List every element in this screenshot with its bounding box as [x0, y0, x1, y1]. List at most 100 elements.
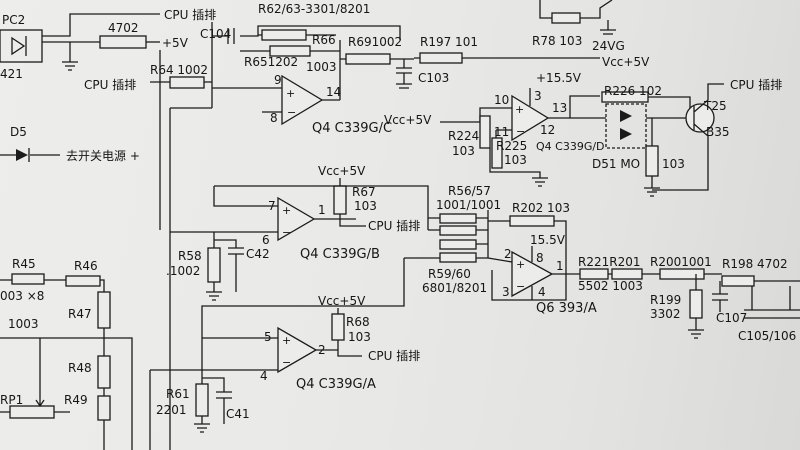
q6-pin4: 4	[538, 285, 546, 299]
power-supply-note: 去开关电源 +	[66, 149, 140, 163]
ground-24vg	[600, 20, 616, 35]
resistor-r221	[579, 268, 609, 280]
q4d-pin12: 12	[540, 123, 555, 137]
t25-label: T25	[703, 99, 727, 113]
resistor-r202	[509, 215, 555, 227]
q4d-part-label: Q4 C339G/D	[536, 140, 605, 153]
opamp-q6	[511, 250, 554, 298]
q4d-pin11: 11	[494, 125, 509, 139]
r78-label: R78 103	[532, 34, 582, 48]
r46-label: R46	[74, 259, 98, 273]
svg-text:+: +	[515, 103, 524, 116]
24vg-label: 24VG	[592, 39, 625, 53]
q6-pin2: 2	[504, 247, 512, 261]
vcc-5v-label: Vcc+5V	[384, 113, 432, 127]
r58-label: R58	[178, 249, 202, 263]
q6-pin3: 3	[502, 285, 510, 299]
pc2-number: 421	[0, 67, 23, 81]
diode-d51-a	[620, 110, 632, 122]
resistor-4702-value: 4702	[108, 21, 139, 35]
ground-r58	[206, 282, 222, 301]
d51-label: D51 MO	[592, 157, 640, 171]
resistor-r67	[333, 185, 347, 215]
ground-q4d	[489, 148, 548, 187]
vcc-line-label: Vcc+5V	[602, 55, 650, 69]
cpu-header-top-label: CPU 插排	[164, 8, 216, 22]
svg-text:+: +	[516, 258, 525, 271]
b35-label: B35	[706, 125, 730, 139]
ground-symbol	[62, 42, 78, 71]
resistor-r224	[479, 115, 491, 149]
capacitor-c103	[396, 59, 412, 89]
top-left-section: PC2 421 4702 +5V CPU 插排 CPU 插排 R64 1002 …	[0, 2, 370, 163]
q4c-pin8: 8	[270, 111, 278, 125]
transistor-t25	[685, 103, 715, 133]
resistor-r61	[195, 383, 209, 417]
optocoupler-pc2	[0, 29, 43, 63]
t25-cpu-label: CPU 插排	[730, 78, 782, 92]
q4c-pin9: 9	[274, 73, 282, 87]
r199-value: 3302	[650, 307, 681, 321]
cpu-header-left-label: CPU 插排	[84, 78, 136, 92]
q6-supply-label: 15.5V	[530, 233, 566, 247]
q4d-pin13: 13	[552, 101, 567, 115]
r221-r201-label: R221R201	[578, 255, 640, 269]
resistor-r199	[689, 289, 703, 319]
svg-text:−: −	[282, 356, 291, 369]
r67-label: R67	[352, 185, 376, 199]
resistor-r46	[65, 275, 101, 287]
svg-text:+: +	[286, 87, 295, 100]
c104-label: C104	[200, 27, 231, 41]
r198-label: R198 4702	[722, 257, 788, 271]
svg-text:+: +	[282, 204, 291, 217]
plus15v-label: +15.5V	[536, 71, 582, 85]
r202-label: R202 103	[512, 201, 570, 215]
svg-text:−: −	[516, 280, 525, 293]
svg-text:−: −	[287, 106, 296, 119]
svg-text:−: −	[516, 125, 525, 138]
pc2-label: PC2	[2, 13, 25, 27]
q4a-pin5: 5	[264, 330, 272, 344]
c103-label: C103	[418, 71, 449, 85]
q4b-vcc-label: Vcc+5V	[318, 164, 366, 178]
capacitor-c105-106	[744, 286, 800, 319]
r197-label: R197 101	[420, 35, 478, 49]
q4a-vcc-label: Vcc+5V	[318, 294, 366, 308]
q4a-pin2: 2	[318, 343, 326, 357]
r48-label: R48	[68, 361, 92, 375]
r62-63-label: R62/63-3301/8201	[258, 2, 370, 16]
capacitor-c41	[202, 377, 232, 424]
plus5v-label: +5V	[162, 36, 189, 50]
q6-pin1: 1	[556, 259, 564, 273]
q4a-part-label: Q4 C339G/A	[296, 377, 376, 392]
c42-label: C42	[246, 247, 270, 261]
resistor-r48	[97, 355, 111, 389]
q4a-cpu-label: CPU 插排	[368, 349, 420, 363]
r58-value: .1002	[166, 264, 200, 278]
diode-d51-b	[620, 128, 632, 140]
r66-value: 1003	[306, 60, 337, 74]
q4b-pin1: 1	[318, 203, 326, 217]
c105-106-label: C105/106	[738, 329, 796, 343]
r64-label: R64 1002	[150, 63, 208, 77]
resistor-r68	[331, 313, 345, 341]
r68-value: 103	[348, 330, 371, 344]
q4a-pin4: 4	[260, 369, 268, 383]
resistor-r62-63	[261, 29, 307, 41]
resistor-r198	[721, 275, 755, 287]
r66-label: R66	[312, 33, 336, 47]
r49-label: R49	[64, 393, 88, 407]
r224-label: R224	[448, 129, 479, 143]
q4d-output-section: R78 103 24VG Vcc+5V +15.5V + − 3 10 11 1…	[384, 0, 782, 197]
c41-label: C41	[226, 407, 250, 421]
q4d-pin3: 3	[534, 89, 542, 103]
r69-label: R691002	[348, 35, 402, 49]
capacitor-c107	[712, 281, 728, 312]
opamp-q4c	[281, 74, 324, 126]
resistor-r60	[439, 252, 477, 263]
capacitor-c104	[227, 28, 235, 44]
q4b-pin6: 6	[262, 233, 270, 247]
q4d-pin10: 10	[494, 93, 509, 107]
c107-label: C107	[716, 311, 747, 325]
